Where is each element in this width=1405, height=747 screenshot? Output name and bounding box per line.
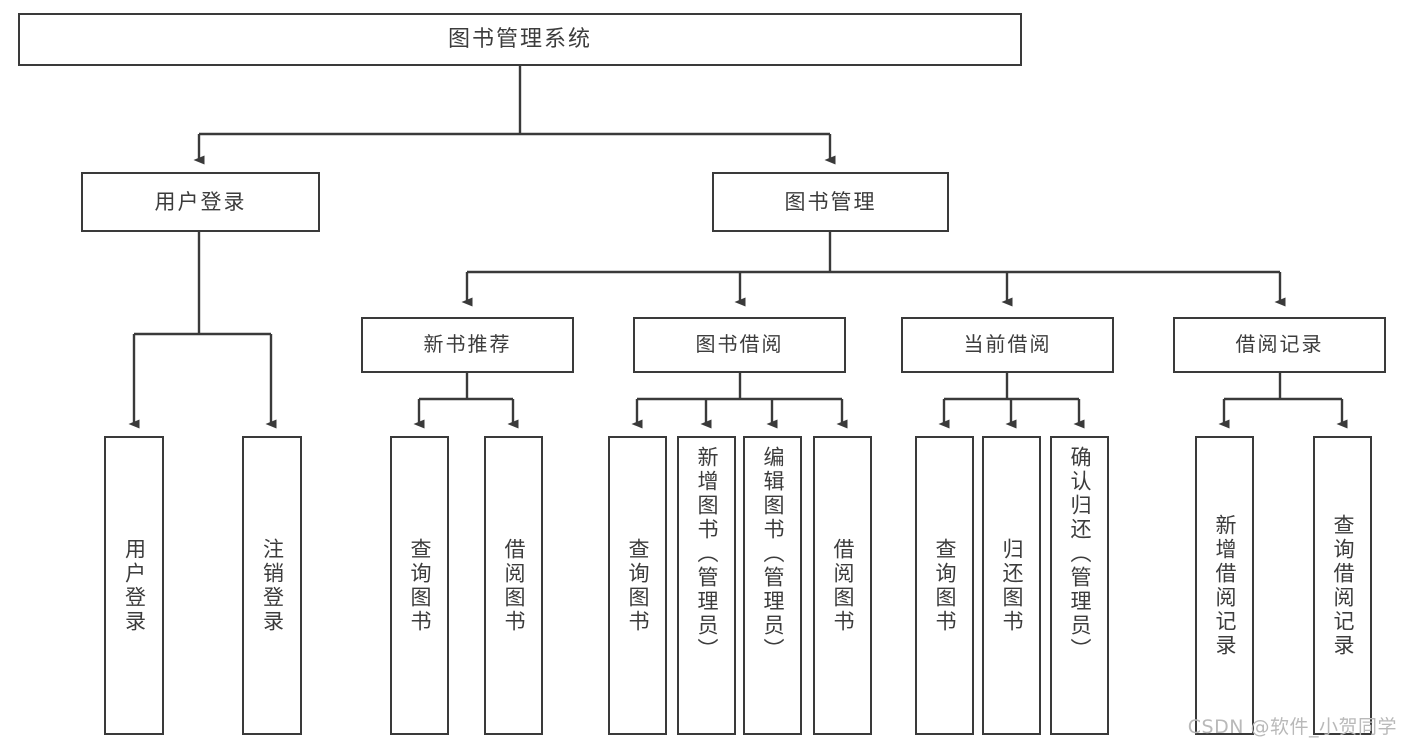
node-borrow-record-label: 借阅记录 [1235,332,1324,357]
node-leaf-cb-query-book-label: 查询图书 [933,537,957,634]
node-leaf-bb-borrow-book[interactable]: 借阅图书 [813,436,872,735]
node-user-login[interactable]: 用户登录 [81,172,320,232]
node-leaf-user-login-label: 用户登录 [122,537,147,634]
watermark-text: CSDN @软件_小贺同学 [1187,716,1397,738]
node-book-management[interactable]: 图书管理 [712,172,949,232]
node-leaf-cb-query-book[interactable]: 查询图书 [915,436,974,735]
node-user-login-label: 用户登录 [154,189,247,214]
node-leaf-nb-borrow-book[interactable]: 借阅图书 [484,436,543,735]
node-leaf-user-login[interactable]: 用户登录 [104,436,164,735]
node-leaf-br-query-record[interactable]: 查询借阅记录 [1313,436,1372,735]
node-book-borrow[interactable]: 图书借阅 [633,317,846,373]
node-new-book-recommend[interactable]: 新书推荐 [361,317,574,373]
node-leaf-br-query-record-label: 查询借阅记录 [1331,513,1355,658]
node-leaf-nb-query-book[interactable]: 查询图书 [390,436,449,735]
node-leaf-logout[interactable]: 注销登录 [242,436,302,735]
node-root-book-management-system[interactable]: 图书管理系统 [18,13,1022,66]
node-leaf-bb-borrow-book-label: 借阅图书 [831,537,855,634]
node-leaf-bb-edit-book[interactable]: 编辑图书（管理员） [743,436,802,735]
node-new-book-recommend-label: 新书推荐 [423,332,512,357]
node-leaf-cb-confirm-return[interactable]: 确认归还（管理员） [1050,436,1109,735]
node-leaf-cb-return-book[interactable]: 归还图书 [982,436,1041,735]
node-leaf-bb-add-book-label: 新增图书（管理员） [695,446,719,662]
node-leaf-bb-query-book-label: 查询图书 [626,537,650,634]
node-book-management-label: 图书管理 [784,189,877,214]
node-current-borrow-label: 当前借阅 [963,332,1052,357]
node-leaf-logout-label: 注销登录 [260,537,285,634]
node-book-borrow-label: 图书借阅 [695,332,784,357]
node-borrow-record[interactable]: 借阅记录 [1173,317,1386,373]
node-root-label: 图书管理系统 [447,26,592,52]
node-leaf-bb-query-book[interactable]: 查询图书 [608,436,667,735]
node-leaf-bb-edit-book-label: 编辑图书（管理员） [761,446,785,662]
node-leaf-bb-add-book[interactable]: 新增图书（管理员） [677,436,736,735]
node-current-borrow[interactable]: 当前借阅 [901,317,1114,373]
node-leaf-cb-return-book-label: 归还图书 [1000,537,1024,634]
node-leaf-br-add-record-label: 新增借阅记录 [1213,513,1237,658]
node-leaf-nb-borrow-book-label: 借阅图书 [502,537,526,634]
node-leaf-cb-confirm-return-label: 确认归还（管理员） [1068,446,1092,662]
node-leaf-nb-query-book-label: 查询图书 [408,537,432,634]
node-leaf-br-add-record[interactable]: 新增借阅记录 [1195,436,1254,735]
